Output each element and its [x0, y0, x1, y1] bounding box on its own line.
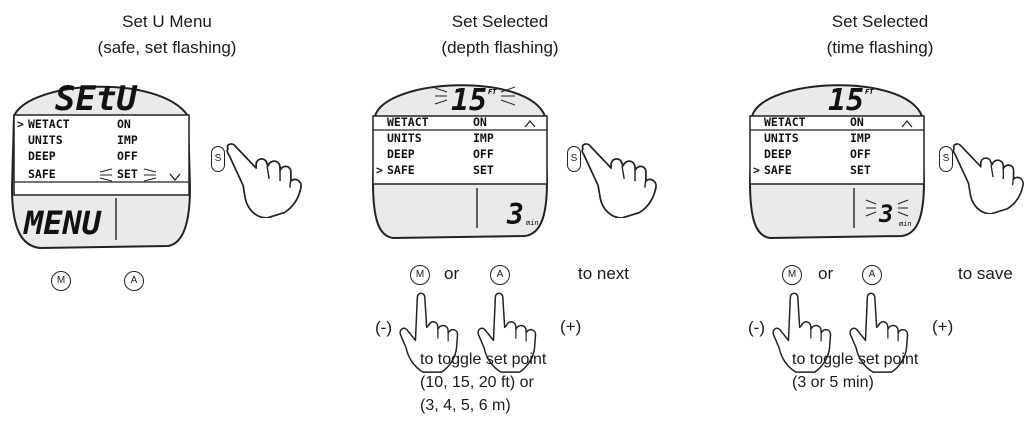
panel2-menu-value-3: OFF	[473, 147, 494, 161]
panel1-m-button[interactable]: M	[51, 271, 71, 291]
panel3-menu-label-2: UNITS	[764, 131, 799, 145]
panel2-menu-value-4: SET	[473, 163, 494, 177]
panel3-menu-value-2: IMP	[850, 131, 871, 145]
panel2-note-line-3: (3, 4, 5, 6 m)	[420, 397, 511, 414]
panel3-bottom-readout: 3	[878, 200, 893, 228]
panel3-time-flash-marks	[865, 199, 909, 217]
panel3-hand-press-s-icon	[952, 143, 1024, 214]
panel2-menu-value-2: IMP	[473, 131, 494, 145]
panel1-menu-value-3: OFF	[117, 149, 138, 163]
panel3-save-label: to save	[958, 264, 1013, 283]
panel2-menu-marker-4: >	[376, 163, 383, 177]
panel3-caption-subtitle: (time flashing)	[826, 38, 934, 57]
panel1-caption-subtitle: (safe, set flashing)	[97, 38, 237, 57]
panel2-top-readout: 15	[451, 83, 487, 118]
panel2-bottom-unit: min	[525, 219, 539, 227]
panel2-s-button[interactable]: S	[567, 146, 581, 172]
panel1-menu-value-1: ON	[117, 117, 131, 131]
panel2-note-line-1: to toggle set point	[420, 351, 547, 368]
panel2-menu-label-4: SAFE	[387, 163, 415, 177]
panel2-caption-title: Set Selected	[451, 12, 549, 31]
panel1-menu-marker-1: >	[17, 117, 24, 131]
panel2-hand-press-s-icon	[581, 143, 657, 218]
panel2-top-unit: FT	[488, 88, 497, 96]
panel1-a-button[interactable]: A	[124, 271, 144, 291]
panel3-top-readout: 15	[828, 83, 864, 118]
panel3-plus-label: (+)	[932, 317, 954, 336]
panel1-top-readout: SEtU	[55, 79, 138, 119]
panel1-menu-label-1: WETACT	[28, 117, 70, 131]
panel2-dive-computer-display: 15 FT WETACT ON UNITS IMP DEEP OFF > SAF…	[371, 83, 549, 240]
panel3-bottom-unit: min	[898, 220, 912, 228]
panel3-caption-title: Set Selected	[831, 12, 929, 31]
panel1-menu-value-2: IMP	[117, 133, 138, 147]
panel1-caption-title: Set U Menu	[122, 12, 212, 31]
panel2-or-label: or	[444, 264, 460, 283]
panel3-menu-value-1: ON	[850, 115, 864, 129]
panel3-m-button[interactable]: M	[782, 265, 802, 285]
panel2-menu-box	[372, 115, 548, 185]
panel3-menu-value-4: SET	[850, 163, 871, 177]
panel2-scroll-up-icon	[524, 119, 536, 128]
panel1-menu-value-4: SET	[117, 167, 138, 181]
panel1-hand-press-s-icon	[226, 143, 302, 218]
panel2-menu-label-1: WETACT	[387, 115, 429, 129]
panel2-next-label: to next	[578, 264, 630, 283]
panel1-s-button[interactable]: S	[211, 146, 225, 172]
panel2-menu-label-2: UNITS	[387, 131, 422, 145]
panel1-set-flash-marks	[99, 168, 157, 182]
panel2-bottom-readout: 3	[506, 198, 524, 231]
panel3-menu-label-4: SAFE	[764, 163, 792, 177]
panel3-minus-label: (-)	[748, 318, 765, 337]
panel3-note-line-1: to toggle set point	[792, 351, 919, 368]
panel3-a-button[interactable]: A	[862, 265, 882, 285]
panel1-menu-label-3: DEEP	[28, 149, 56, 163]
panel2-menu-label-3: DEEP	[387, 147, 415, 161]
panel3-dive-computer-display: 15 FT WETACT ON UNITS IMP DEEP OFF > SAF…	[748, 83, 926, 240]
panel3-menu-label-1: WETACT	[764, 115, 806, 129]
panel2-note-line-2: (10, 15, 20 ft) or	[420, 374, 534, 391]
panel3-menu-marker-4: >	[753, 163, 760, 177]
panel2-depth-flash-marks	[434, 86, 516, 106]
panel3-s-button[interactable]: S	[939, 146, 953, 172]
panel3-menu-box	[749, 115, 925, 185]
panel1-menu-label-2: UNITS	[28, 133, 63, 147]
panel1-scroll-down-icon	[169, 173, 181, 182]
panel1-bottom-readout: MENU	[23, 204, 102, 242]
panel1-menu-label-4: SAFE	[28, 167, 56, 181]
panel2-caption-subtitle: (depth flashing)	[441, 38, 559, 57]
panel3-menu-label-3: DEEP	[764, 147, 792, 161]
panel1-dive-computer-display: SEtU > WETACT ON UNITS IMP DEEP OFF SAFE…	[10, 79, 192, 250]
panel2-menu-value-1: ON	[473, 115, 487, 129]
panel3-or-label: or	[818, 264, 834, 283]
panel3-top-unit: FT	[865, 88, 874, 96]
panel3-scroll-up-icon	[901, 119, 913, 128]
panel3-note-line-2: (3 or 5 min)	[792, 374, 874, 391]
panel2-minus-label: (-)	[375, 318, 392, 337]
panel2-m-button[interactable]: M	[410, 265, 430, 285]
panel2-a-button[interactable]: A	[490, 265, 510, 285]
panel2-plus-label: (+)	[560, 317, 582, 336]
panel3-menu-value-3: OFF	[850, 147, 871, 161]
